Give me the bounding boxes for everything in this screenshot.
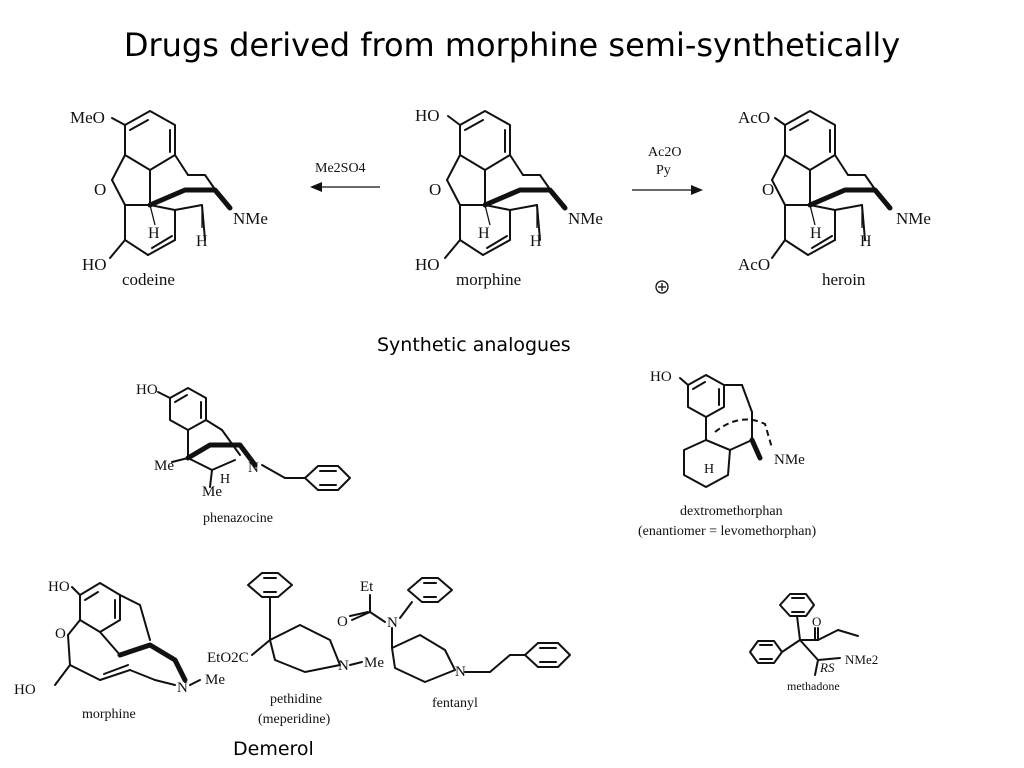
codeine-name: codeine	[122, 270, 175, 289]
phenazocine-me2-label: Me	[202, 484, 222, 500]
morphine3d-ho-top-label: HO	[48, 579, 70, 595]
heroin-aco-top-label: AcO	[738, 108, 770, 127]
acetylation-reagent-1: Ac2O	[648, 145, 681, 160]
fentanyl-n2-label: N	[455, 664, 466, 680]
heroin-o-label: O	[762, 180, 774, 199]
plus-circle-icon	[655, 280, 669, 294]
heroin-h2-label: H	[860, 233, 872, 250]
fentanyl-structure: Et O N N fentanyl	[337, 577, 571, 711]
codeine-h2-label: H	[196, 233, 208, 250]
morphine-h2-label: H	[530, 233, 542, 250]
demerol-label: Demerol	[233, 738, 314, 760]
pethidine-n-label: N	[338, 658, 349, 674]
synthetic-analogues-heading: Synthetic analogues	[377, 334, 571, 356]
phenazocine-ho-label: HO	[136, 382, 158, 398]
phenazocine-name: phenazocine	[203, 511, 273, 526]
morphine-structure: HO O HO NMe H H morphine	[415, 106, 603, 289]
phenazocine-h-label: H	[220, 472, 230, 487]
methadone-name: methadone	[787, 679, 840, 693]
morphine3d-ho-left-label: HO	[14, 682, 36, 698]
methylation-arrow: Me2SO4	[310, 161, 380, 192]
fentanyl-et-label: Et	[360, 579, 374, 595]
pethidine-alt-name: (meperidine)	[258, 712, 331, 727]
morphine-o-label: O	[429, 180, 441, 199]
pethidine-me-label: Me	[364, 655, 384, 671]
morphine3d-o-label: O	[55, 626, 66, 642]
phenazocine-n-label: N	[248, 460, 259, 476]
dextromethorphan-note: (enantiomer = levomethorphan)	[638, 524, 817, 539]
acetylation-arrow: Ac2O Py	[632, 145, 703, 294]
morphine-h1-label: H	[478, 225, 490, 242]
dextromethorphan-name: dextromethorphan	[680, 504, 783, 519]
pethidine-ester-label: EtO2C	[207, 650, 249, 666]
morphine3d-n-label: N	[177, 680, 188, 696]
phenazocine-structure: HO Me Me N H phenazocine	[136, 382, 351, 526]
pethidine-structure: EtO2C N Me pethidine (meperidine)	[207, 572, 384, 727]
fentanyl-o-label: O	[337, 614, 348, 630]
pethidine-name: pethidine	[270, 692, 322, 707]
heroin-aco-bottom-label: AcO	[738, 255, 770, 274]
dextromethorphan-nme-label: NMe	[774, 452, 805, 468]
codeine-h1-label: H	[148, 225, 160, 242]
codeine-nme-label: NMe	[233, 209, 268, 228]
morphine-name: morphine	[456, 270, 521, 289]
heroin-name: heroin	[822, 270, 866, 289]
morphine-nme-label: NMe	[568, 209, 603, 228]
heroin-nme-label: NMe	[896, 209, 931, 228]
codeine-meo-label: MeO	[70, 108, 105, 127]
codeine-ho-label: HO	[82, 255, 107, 274]
acetylation-reagent-2: Py	[656, 163, 671, 178]
methylation-reagent: Me2SO4	[315, 161, 366, 176]
morphine3d-name: morphine	[82, 707, 136, 722]
dextromethorphan-structure: HO NMe H dextromethorphan (enantiomer = …	[638, 369, 817, 539]
methadone-structure: O NMe2 RS methadone	[749, 593, 878, 693]
morphine-ho-bottom-label: HO	[415, 255, 440, 274]
fentanyl-name: fentanyl	[432, 696, 478, 711]
methadone-nme2-label: NMe2	[845, 652, 878, 667]
heroin-structure: AcO O AcO NMe H H heroin	[738, 108, 931, 289]
heroin-h1-label: H	[810, 225, 822, 242]
codeine-structure: MeO O HO NMe H H codeine	[70, 108, 268, 289]
methadone-o-label: O	[812, 614, 821, 629]
codeine-o-label: O	[94, 180, 106, 199]
methadone-rs-label: RS	[819, 660, 835, 675]
morphine3d-me-label: Me	[205, 672, 225, 688]
slide-title: Drugs derived from morphine semi-synthet…	[123, 26, 901, 64]
dextromethorphan-ho-label: HO	[650, 369, 672, 385]
dextromethorphan-h-label: H	[704, 462, 714, 477]
fentanyl-n1-label: N	[387, 615, 398, 631]
morphine-ho-top-label: HO	[415, 106, 440, 125]
phenazocine-me1-label: Me	[154, 458, 174, 474]
morphine-3d-structure: HO O HO N Me morphine	[14, 579, 225, 722]
